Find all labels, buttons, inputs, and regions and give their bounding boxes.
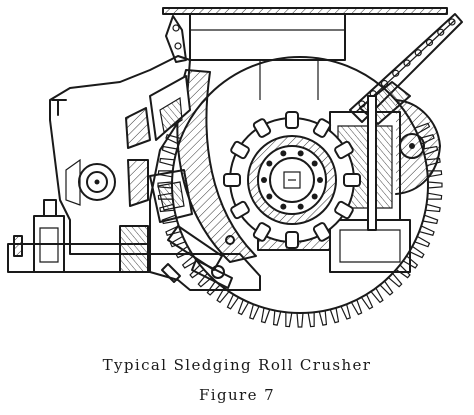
gear-tooth bbox=[402, 255, 419, 269]
roll-bolt bbox=[266, 193, 273, 200]
gear-tooth bbox=[169, 235, 186, 248]
gear-tooth bbox=[157, 192, 173, 200]
figure-number-label: Figure 7 bbox=[198, 386, 276, 404]
roll-bolt bbox=[266, 160, 273, 167]
roll-bolt bbox=[311, 193, 318, 200]
apron-bolt bbox=[380, 79, 389, 88]
gear-tooth bbox=[159, 157, 175, 167]
roll-tooth bbox=[312, 118, 332, 138]
gear-tooth bbox=[165, 225, 181, 236]
gear-tooth bbox=[395, 264, 411, 279]
roll-tooth bbox=[230, 200, 250, 220]
gear-tooth bbox=[296, 312, 304, 328]
gear-tooth bbox=[427, 181, 443, 189]
roll-bolt bbox=[317, 177, 323, 183]
connector-links bbox=[161, 235, 235, 289]
roll-tooth bbox=[252, 222, 272, 242]
roll-tooth bbox=[285, 231, 299, 249]
gear-tooth bbox=[350, 299, 363, 316]
gear-tooth bbox=[161, 145, 178, 156]
apron-bolt bbox=[414, 49, 422, 57]
roll-bolt bbox=[280, 150, 287, 157]
gear-tooth bbox=[419, 134, 435, 145]
gear-tooth bbox=[329, 307, 340, 324]
apron-bolt bbox=[403, 59, 411, 67]
gear-tooth bbox=[157, 181, 173, 189]
gear-tooth bbox=[427, 170, 443, 178]
gear-tooth bbox=[159, 203, 175, 213]
drive-gear bbox=[157, 56, 443, 328]
gear-tooth bbox=[157, 170, 173, 178]
roll-tooth bbox=[223, 173, 241, 187]
roll-bolt bbox=[311, 160, 318, 167]
gear-tooth bbox=[181, 255, 198, 269]
gear-tooth bbox=[422, 214, 439, 225]
roll-tooth bbox=[334, 200, 354, 220]
gear-tooth bbox=[370, 287, 384, 304]
roll-tooth bbox=[252, 118, 272, 138]
gear-tooth bbox=[425, 203, 441, 213]
roll-tooth bbox=[230, 140, 250, 160]
roll-tooth bbox=[312, 222, 332, 242]
gear-tooth bbox=[419, 225, 435, 236]
gear-tooth bbox=[165, 134, 181, 145]
gear-tooth bbox=[379, 280, 394, 296]
apron-bolt bbox=[448, 18, 456, 26]
roll-bolt bbox=[261, 177, 267, 183]
hopper-frame bbox=[162, 7, 448, 100]
roll-tooth bbox=[334, 140, 354, 160]
gear-tooth bbox=[360, 294, 374, 310]
apron-bolt bbox=[392, 69, 400, 77]
apron-bolt bbox=[425, 38, 434, 47]
gear-tooth bbox=[285, 312, 293, 328]
roll-bolt bbox=[297, 150, 304, 157]
roll-tooth bbox=[285, 111, 299, 129]
gear-tooth bbox=[216, 287, 230, 304]
gear-tooth bbox=[175, 245, 191, 259]
gear-tooth bbox=[197, 272, 213, 288]
gear-tooth bbox=[422, 145, 439, 156]
gear-tooth bbox=[249, 304, 260, 320]
gear-tooth bbox=[425, 157, 441, 167]
roll-bolt bbox=[297, 203, 304, 210]
gear-tooth bbox=[161, 214, 178, 225]
gear-tooth bbox=[237, 299, 250, 316]
gear-tooth bbox=[272, 310, 282, 326]
gear-tooth bbox=[260, 307, 271, 324]
gear-tooth bbox=[340, 304, 351, 320]
gear-tooth bbox=[427, 192, 443, 200]
gear-tooth bbox=[318, 310, 328, 326]
gear-tooth bbox=[307, 312, 315, 328]
gear-tooth bbox=[414, 122, 431, 135]
roll-tooth bbox=[343, 173, 361, 187]
gear-tooth bbox=[206, 280, 221, 296]
gear-tooth bbox=[409, 245, 425, 259]
apron-bolt bbox=[437, 28, 445, 36]
roll-bolt bbox=[280, 203, 287, 210]
gear-tooth bbox=[414, 235, 431, 248]
figure-caption-title: Typical Sledging Roll Crusher bbox=[102, 356, 372, 374]
crusher-roll bbox=[223, 111, 361, 249]
gear-tooth bbox=[387, 272, 403, 288]
gear-tooth bbox=[226, 294, 240, 310]
